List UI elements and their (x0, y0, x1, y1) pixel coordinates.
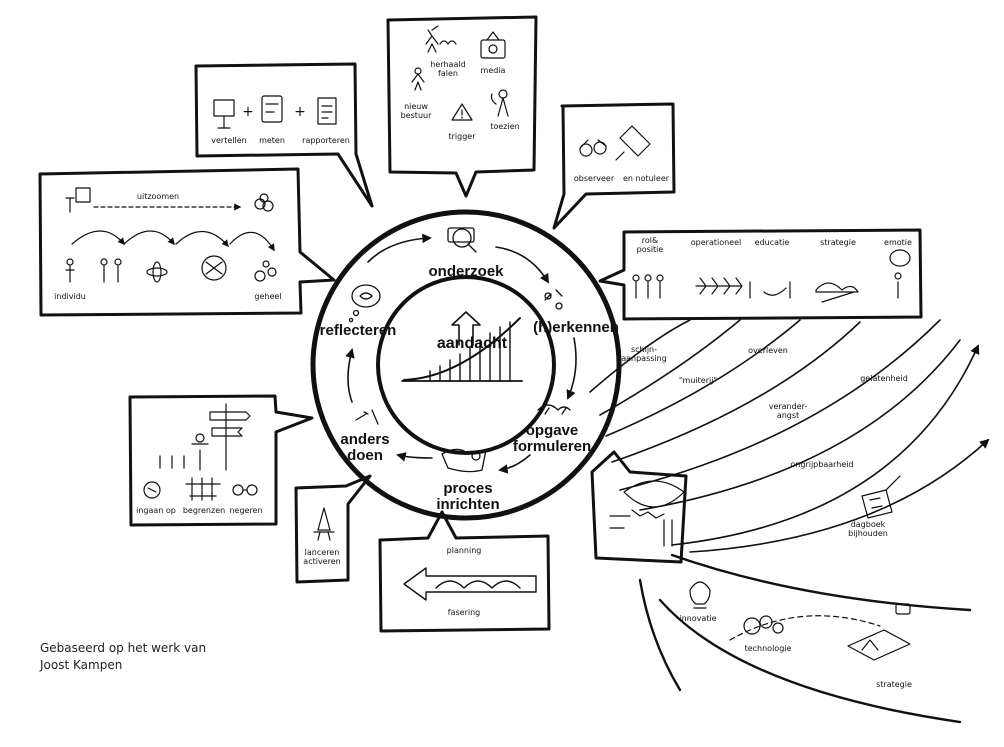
box-observeer (552, 102, 676, 230)
wedge-icons (689, 475, 911, 661)
label-fasering: fasering (447, 608, 481, 617)
meten-icons (213, 95, 337, 129)
anders-icons (143, 403, 258, 501)
label-ingaan-op: ingaan op (136, 506, 176, 515)
credit-line-1: Gebaseerd op het werk van (40, 641, 207, 655)
label-rol-positie: rol& positie (636, 236, 664, 255)
label-trigger: trigger (448, 132, 476, 141)
outer-ring (310, 209, 622, 521)
label-lanceren: lanceren activeren (303, 548, 341, 567)
box-anders (128, 394, 314, 527)
planning-icons (403, 567, 537, 601)
box-rol (598, 228, 923, 321)
label-ongrijpbaarheid: ongrijpbaarheid (790, 460, 854, 469)
label-dagboek: dagboek bijhouden (848, 520, 888, 539)
label-individu: individu (54, 292, 86, 301)
label-gelatenheid: gelatenheid (860, 374, 908, 383)
label-geheel: geheel (254, 292, 282, 301)
step-anders: anders doen (340, 431, 390, 464)
label-strategie-bottom: strategie (876, 680, 912, 689)
box-board (590, 450, 688, 564)
label-observeer: observeer (573, 174, 615, 183)
label-muiterij: "muiterij" (678, 376, 718, 385)
label-meten: meten (259, 136, 285, 145)
cycle-arrows (345, 233, 577, 474)
board-icons (609, 480, 685, 547)
onderzoek-icons (411, 25, 509, 121)
plus-sign-2: + (294, 104, 306, 120)
step-herkennen: (h)erkennen (533, 319, 619, 336)
lanceren-icons (313, 507, 335, 541)
observeer-icons (579, 125, 651, 161)
label-overleven: overleven (748, 346, 788, 355)
label-innovatie: innovatie (679, 614, 717, 623)
box-lanceren (294, 474, 372, 584)
label-vertellen: vertellen (211, 136, 247, 145)
inner-ring (376, 275, 556, 455)
rol-icons (632, 249, 911, 303)
label-negeren: negeren (229, 506, 263, 515)
label-veranderangst: verander- angst (768, 402, 808, 421)
uitzoomen-icons (65, 187, 277, 283)
aandacht-chart (401, 311, 523, 382)
step-onderzoek: onderzoek (428, 263, 504, 280)
label-nieuw-bestuur: nieuw bestuur (400, 102, 432, 121)
box-planning (378, 510, 551, 633)
fan-curves (589, 319, 990, 553)
credit-text: Gebaseerd op het werk van Joost Kampen (40, 640, 206, 674)
step-proces: proces inrichten (436, 480, 500, 513)
label-begrenzen: begrenzen (182, 506, 226, 515)
label-herhaald-falen: herhaald falen (430, 60, 466, 79)
label-uitzoomen: uitzoomen (136, 192, 180, 201)
box-meten (194, 62, 374, 208)
label-media: media (480, 66, 506, 75)
label-planning: planning (446, 546, 482, 555)
label-notuleer: en notuleer (622, 174, 670, 183)
cycle-center-label: aandacht (436, 335, 508, 352)
label-rapporteren: rapporteren (302, 136, 350, 145)
box-onderzoek (386, 15, 538, 198)
label-strategie-top: strategie (820, 238, 856, 247)
box-uitzoomen (38, 167, 336, 317)
step-reflecteren: reflecteren (319, 322, 397, 339)
label-schijnaanpassing: schijn- aanpassing (621, 345, 667, 364)
step-icons (348, 227, 571, 473)
plus-sign-1: + (242, 104, 254, 120)
label-educatie: educatie (754, 238, 790, 247)
wedge (638, 553, 972, 724)
label-emotie: emotie (884, 238, 912, 247)
label-toezien: toezien (490, 122, 520, 131)
label-operationeel: operationeel (690, 238, 742, 247)
step-opgave: opgave formuleren (512, 422, 592, 455)
label-technologie: technologie (744, 644, 792, 653)
credit-line-2: Joost Kampen (40, 658, 123, 672)
